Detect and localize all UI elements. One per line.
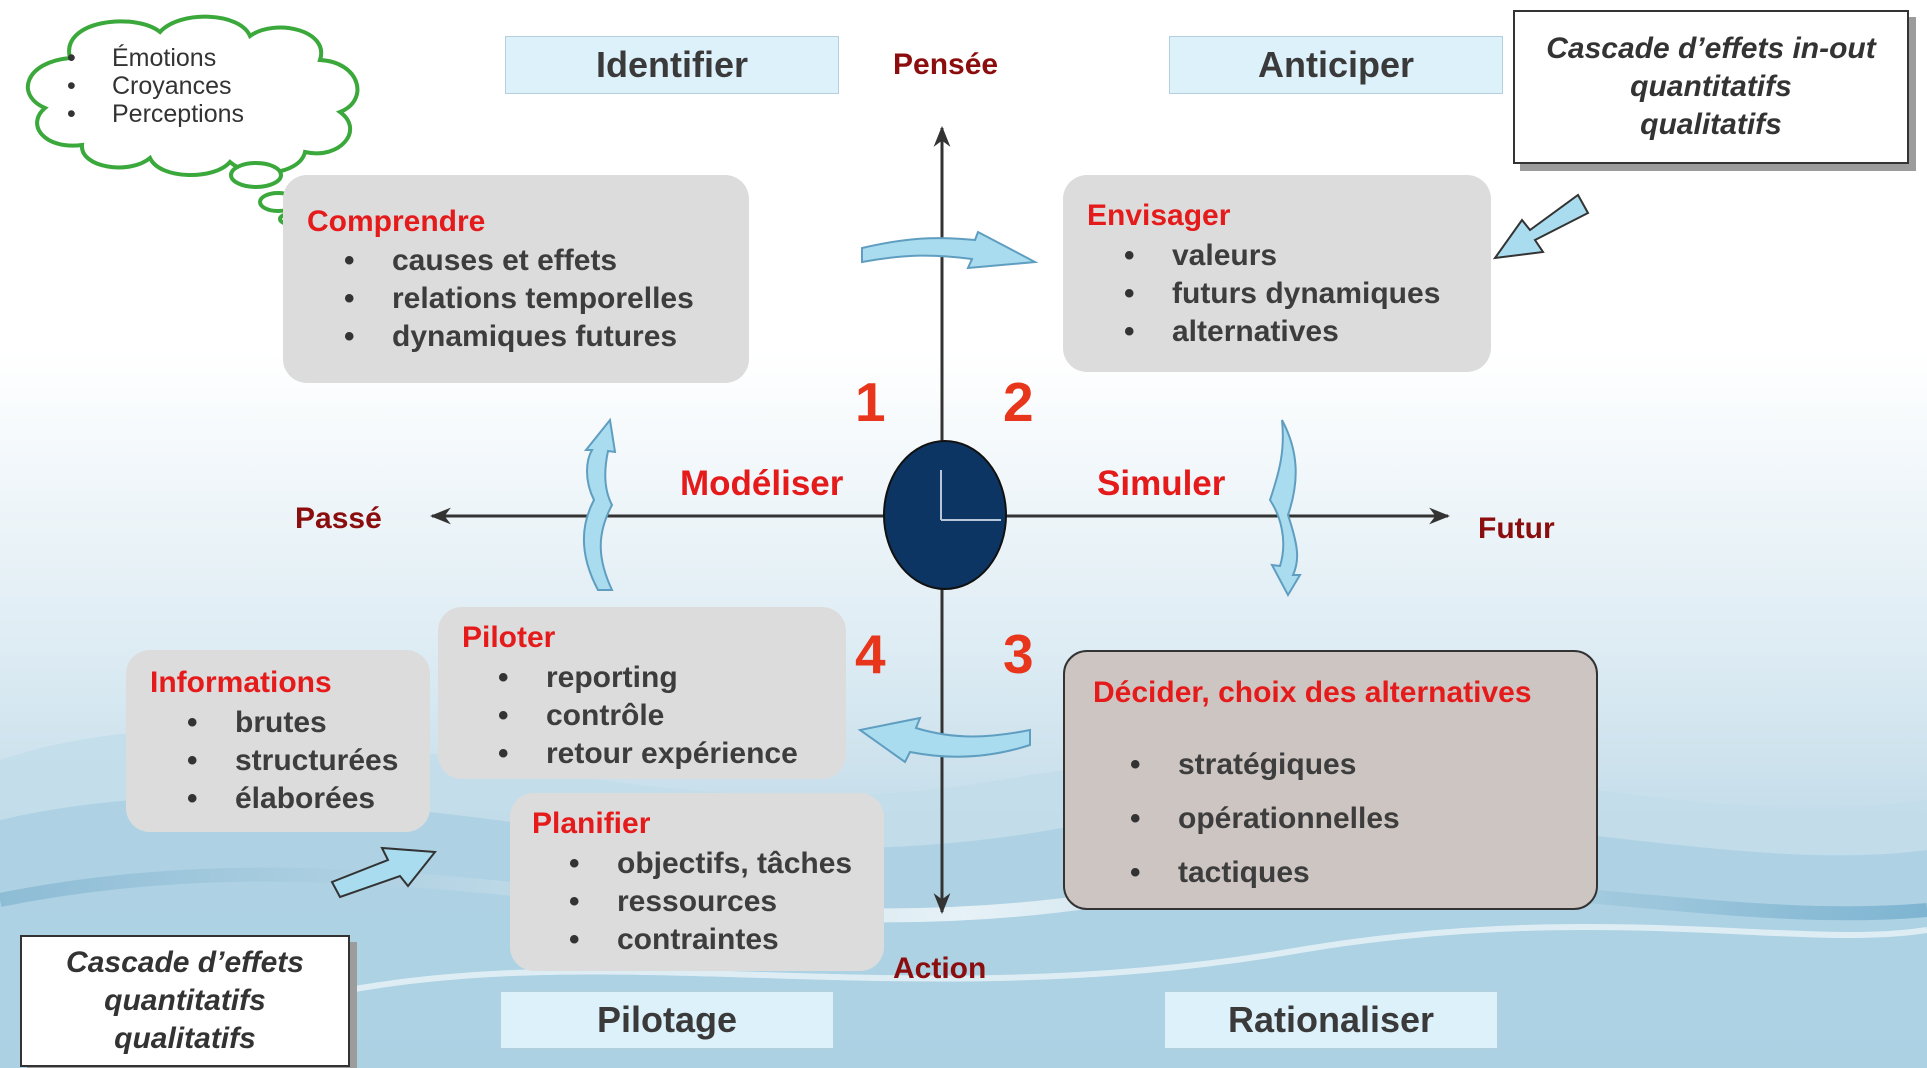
quadrant-number-3: 3 [1003,623,1034,685]
box-item: causes et effets [344,242,694,280]
cascade-bottom-box: Cascade d’effets quantitatifs qualitatif… [20,935,350,1067]
header-identifier: Identifier [505,36,839,94]
box-item: structurées [187,742,399,780]
arrow-icon [330,846,437,899]
box-item: contraintes [569,921,852,959]
box-item: retour expérience [498,735,798,773]
box-envisager: Envisager valeurs futurs dynamiques alte… [1063,175,1491,372]
cloud-item: Émotions [67,44,244,72]
axis-label-futur: Futur [1478,512,1555,545]
header-rationaliser: Rationaliser [1164,991,1498,1049]
box-decider: Décider, choix des alternatives stratégi… [1063,650,1598,910]
quadrant-number-4: 4 [855,623,886,685]
arrow-icon [1492,193,1590,260]
curved-arrow-icon [857,716,1031,764]
box-item: opérationnelles [1130,792,1400,846]
box-item: stratégiques [1130,738,1400,792]
box-item: futurs dynamiques [1124,275,1440,313]
cloud-item: Perceptions [67,100,244,128]
cloud-item: Croyances [67,72,244,100]
verb-simuler: Simuler [1097,464,1226,503]
box-item: contrôle [498,697,798,735]
box-title: Informations [150,666,332,699]
box-planifier: Planifier objectifs, tâches ressources c… [510,793,884,971]
box-title: Piloter [462,621,556,654]
verb-modeliser: Modéliser [680,464,844,503]
box-title: Comprendre [307,205,486,238]
curved-arrow-icon [861,230,1039,270]
box-title: Planifier [532,807,651,840]
box-informations: Informations brutes structurées élaborée… [126,650,430,832]
cascade-line: Cascade d’effets [66,946,304,979]
box-item: élaborées [187,780,398,818]
cascade-line: qualitatifs [114,1022,256,1055]
box-item: relations temporelles [344,280,694,318]
cascade-line: quantitatifs [1630,70,1792,103]
axis-label-passe: Passé [295,502,382,535]
box-item: ressources [569,883,852,921]
axis-label-pensee: Pensée [893,48,999,81]
curved-arrow-icon [1268,419,1302,598]
box-title: Décider, choix des alternatives [1093,676,1532,709]
box-title: Envisager [1087,199,1231,232]
cascade-line: qualitatifs [1640,108,1782,141]
clock-icon [883,440,1007,590]
box-item: dynamiques futures [344,318,694,356]
box-item: reporting [498,659,798,697]
cascade-top-box: Cascade d’effets in-out quantitatifs qua… [1513,10,1909,164]
quadrant-number-1: 1 [855,371,886,433]
curved-arrow-icon [582,417,617,591]
axis-label-action: Action [893,952,987,985]
box-item: valeurs [1124,237,1440,275]
header-pilotage: Pilotage [500,991,834,1049]
cloud-list: Émotions Croyances Perceptions [67,44,244,128]
quadrant-number-2: 2 [1003,371,1034,433]
cascade-line: Cascade d’effets in-out [1546,32,1876,65]
box-item: tactiques [1130,846,1400,900]
cascade-line: quantitatifs [104,984,266,1017]
box-item: alternatives [1124,313,1440,351]
box-comprendre: Comprendre causes et effets relations te… [283,175,749,383]
box-piloter: Piloter reporting contrôle retour expéri… [438,607,846,779]
box-item: objectifs, tâches [569,845,852,883]
box-item: brutes [187,704,398,742]
header-anticiper: Anticiper [1169,36,1503,94]
